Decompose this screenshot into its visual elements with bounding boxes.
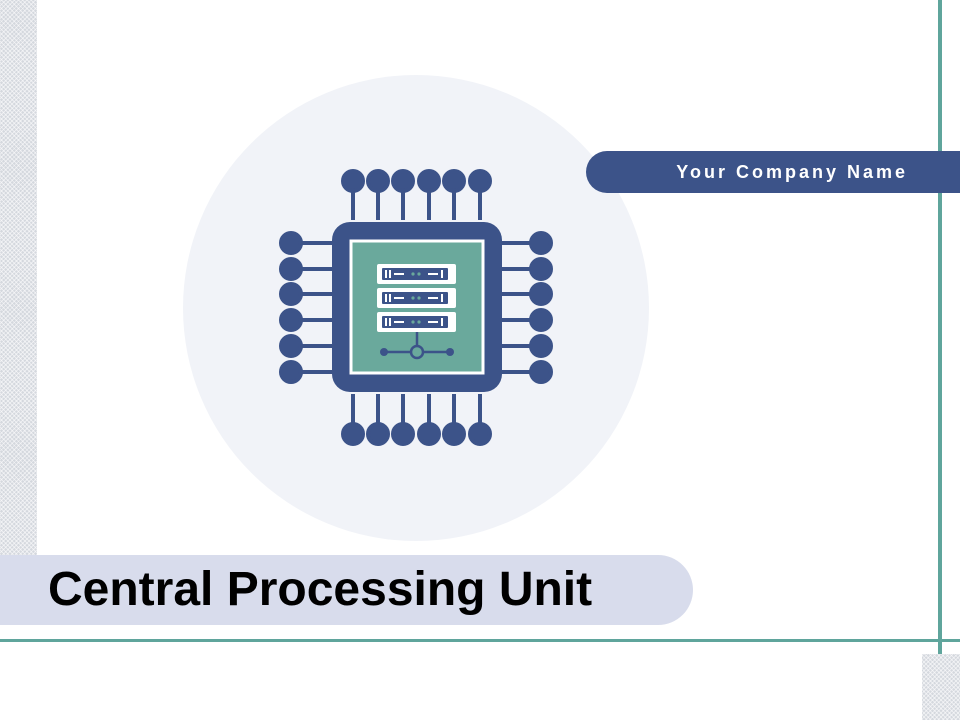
left-hatch-pattern <box>0 0 37 555</box>
company-name-banner: Your Company Name <box>586 151 960 193</box>
corner-hatch-pattern <box>922 654 960 720</box>
server-rack-icon <box>377 264 456 360</box>
right-vertical-rule <box>938 0 942 654</box>
cpu-chip-icon <box>279 169 553 446</box>
page-title: Central Processing Unit <box>48 563 593 616</box>
title-band: Central Processing Unit <box>0 555 693 625</box>
chip-pins <box>279 169 553 446</box>
company-name: Your Company Name <box>676 162 908 182</box>
bottom-horizontal-rule <box>0 639 960 642</box>
